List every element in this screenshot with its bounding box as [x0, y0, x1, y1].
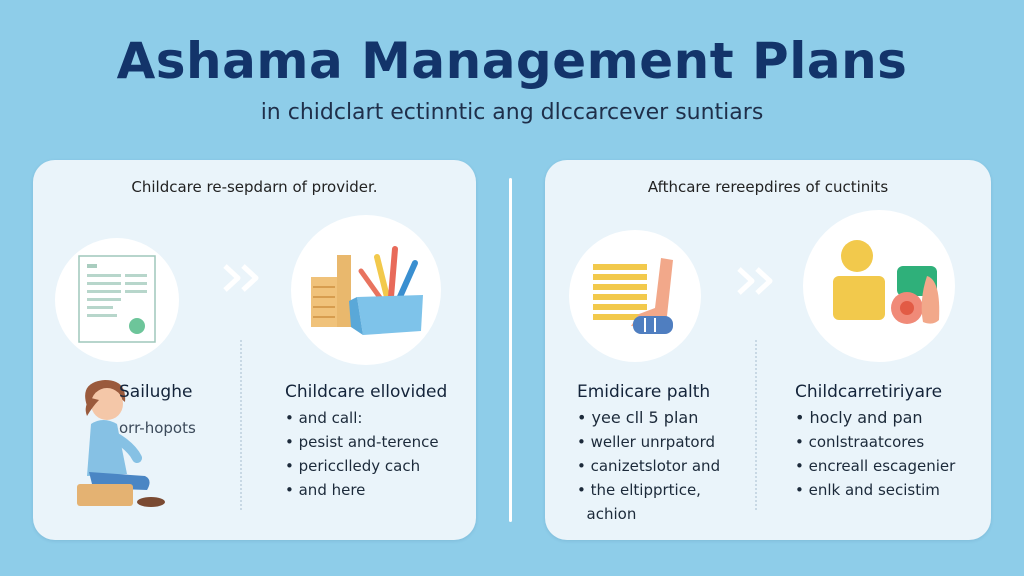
right-panel-header: Afthcare rereepdires of cuctinits [647, 178, 889, 196]
child-sitting-illustration [77, 380, 165, 507]
papers-circle [569, 230, 701, 362]
right-col2-line: • enlk and secistim [795, 481, 940, 499]
left-col2: Childcare ellovided • and call: • pesist… [285, 382, 447, 502]
left-panel: Childcare re-sepdarn of provider. [33, 160, 476, 540]
right-col2-line: • hocly and pan [795, 408, 923, 427]
center-divider [509, 178, 512, 522]
books-pencils-icon [311, 246, 423, 335]
left-col1: Sailughe orr-hopots [119, 382, 196, 440]
chevron-right-icon [223, 264, 259, 292]
right-col1-line: • canizetslotor and [577, 457, 721, 475]
left-col2-line: • and here [285, 481, 366, 499]
left-col2-head: Childcare ellovided [285, 382, 448, 402]
chevron-right-icon [737, 267, 773, 295]
document-circle [55, 238, 179, 362]
right-col1: Emidicare palth • yee cll 5 plan • welle… [577, 382, 720, 526]
left-col2-line: • pesist and-terence [285, 433, 439, 451]
column-divider [755, 340, 757, 510]
stacked-papers-hand-icon [593, 258, 673, 334]
document-icon [78, 255, 156, 343]
right-col1-line: • yee cll 5 plan [577, 408, 699, 427]
right-col1-line: achion [577, 505, 637, 523]
person-circle [803, 210, 955, 362]
right-col1-head: Emidicare palth [577, 382, 711, 402]
right-col2: Childcarretiriyare • hocly and pan • con… [795, 382, 955, 502]
right-col2-line: • encreall escagenier [795, 457, 956, 475]
left-col2-line: • pericclledy cach [285, 457, 421, 475]
right-col1-line: • weller unrpatord [577, 433, 715, 451]
books-circle [291, 215, 441, 365]
right-col2-line: • conlstraatcores [795, 433, 925, 451]
right-col1-line: • the eltipprtice, [577, 481, 701, 499]
left-panel-header: Childcare re-sepdarn of provider. [131, 178, 378, 196]
right-panel: Afthcare rereepdires of cuctinits [545, 160, 991, 540]
page-title: Ashama Management Plans [116, 32, 908, 90]
left-col2-line: • and call: [285, 409, 363, 427]
left-col1-line: orr-hopots [119, 419, 196, 437]
column-divider [240, 340, 242, 510]
person-blocks-icon [833, 240, 940, 324]
left-col1-head: Sailughe [119, 382, 193, 402]
right-col2-head: Childcarretiriyare [795, 382, 943, 402]
page-subtitle: in chidclart ectinntic ang dlccarcever s… [260, 100, 764, 125]
